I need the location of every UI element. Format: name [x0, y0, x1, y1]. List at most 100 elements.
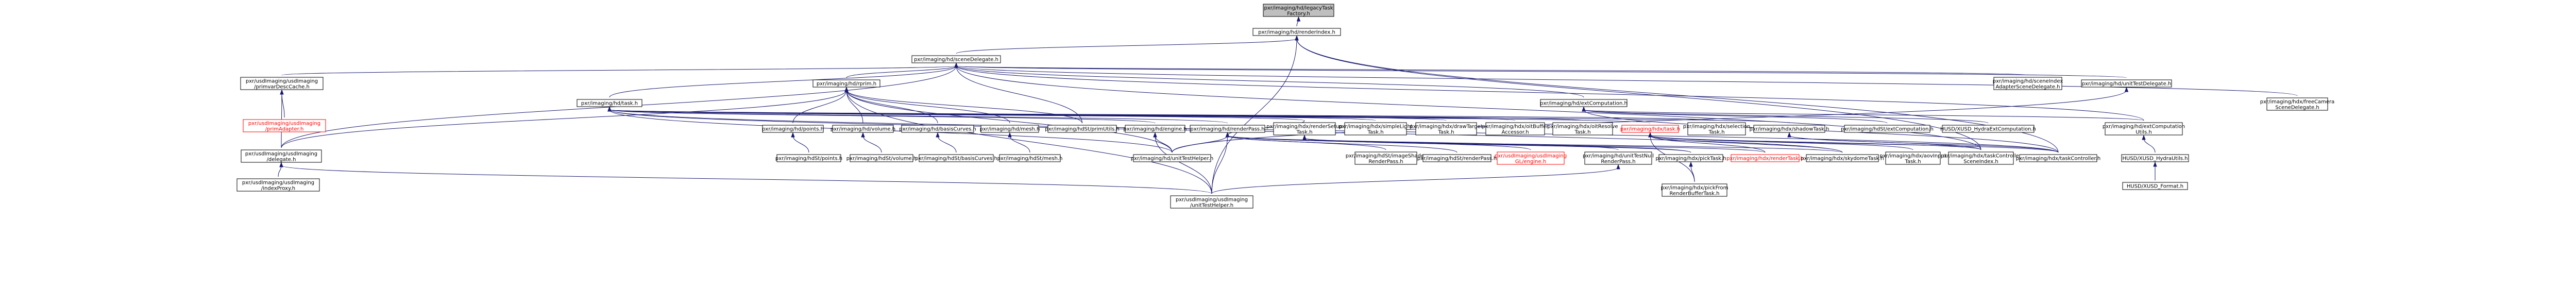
node-label: HUSD/XUSD_HydraExtComputation.h — [1940, 127, 2036, 132]
graph-node[interactable]: pxr/imaging/hd/renderIndex.h — [1252, 28, 1341, 36]
node-label: pxr/imaging/hdSt/points.h — [775, 156, 842, 162]
graph-node[interactable]: pxr/imaging/hd/sceneDelegate.h — [911, 55, 1001, 63]
graph-node[interactable]: pxr/imaging/hd/sceneIndexAdapterSceneDel… — [1993, 77, 2063, 90]
edge-arrowhead — [607, 106, 612, 112]
node-label: pxr/imaging/hdx/shadowTask.h — [1750, 127, 1829, 132]
node-box — [919, 154, 994, 162]
node-label: pxr/imaging/hdSt/imageShader — [1346, 154, 1427, 159]
edge-arrowhead — [2153, 161, 2157, 167]
node-box — [2019, 154, 2097, 162]
graph-node[interactable]: HUSD/XUSD_HydraUtils.h — [2121, 154, 2189, 162]
node-label: Task.h — [1708, 130, 1724, 135]
node-box — [1497, 151, 1565, 165]
dependency-edge — [861, 132, 882, 153]
graph-node[interactable]: pxr/imaging/hd/rprim.h — [812, 79, 880, 88]
graph-node[interactable]: HUSD/XUSD_Format.h — [2122, 182, 2188, 190]
graph-node[interactable]: pxr/imaging/hdx/taskController.h — [2016, 154, 2100, 162]
node-box — [850, 154, 913, 162]
graph-node[interactable]: pxr/imaging/hd/unitTestDelegate.h — [2081, 79, 2172, 88]
node-label: pxr/imaging/hdSt/basisCurves.h — [915, 156, 997, 162]
edge-arrowhead — [1296, 16, 1301, 22]
node-box — [812, 79, 880, 88]
node-label: pxr/usdImaging/usdImaging — [1495, 154, 1567, 159]
dependency-edge — [1172, 87, 2129, 153]
edge-layer — [278, 16, 2298, 194]
node-label: pxr/usdImaging/usdImaging — [245, 151, 317, 157]
node-box — [1540, 99, 1628, 107]
edge-line — [1211, 167, 1619, 194]
graph-node[interactable]: pxr/imaging/hd/points.h — [762, 125, 824, 133]
graph-node[interactable]: pxr/imaging/hdSt/volume.h — [846, 154, 917, 162]
edge-line — [1211, 135, 1228, 194]
dependency-edge — [1296, 16, 1301, 27]
edge-line — [2143, 138, 2156, 153]
node-label: Task.h — [1437, 130, 1454, 135]
graph-node[interactable]: pxr/imaging/hdSt/points.h — [775, 154, 842, 162]
graph-node[interactable]: pxr/imaging/hd/extComputation.h — [1540, 99, 1628, 107]
graph-node[interactable]: pxr/imaging/hdSt/basisCurves.h — [915, 154, 997, 162]
dependency-edge — [1302, 134, 1766, 153]
dependency-edge — [1153, 132, 1212, 194]
edge-line — [846, 90, 1212, 194]
graph-node[interactable]: pxr/usdImaging/usdImaging/indexProxy.h — [236, 178, 320, 192]
node-label: pxr/imaging/hdx/task.h — [1620, 127, 1680, 132]
edge-line — [281, 90, 847, 148]
node-label: pxr/imaging/hd/extComputation — [2103, 124, 2185, 130]
graph-node[interactable]: pxr/usdImaging/usdImaging/unitTestHelper… — [1170, 195, 1253, 209]
graph-node[interactable]: pxr/imaging/hdSt/renderPass.h — [1417, 154, 1497, 162]
graph-node[interactable]: pxr/imaging/hd/mesh.h — [980, 125, 1040, 133]
graph-node[interactable]: pxr/imaging/hd/basisCurves.h — [899, 125, 976, 133]
node-box — [1621, 125, 1679, 133]
dependency-edge — [954, 62, 2144, 121]
graph-node[interactable]: pxr/imaging/hdSt/mesh.h — [997, 154, 1063, 162]
graph-node[interactable]: pxr/imaging/hd/volume.h — [831, 125, 895, 133]
graph-node[interactable]: pxr/imaging/hd/unitTestHelper.h — [1131, 154, 1213, 162]
graph-node[interactable]: pxr/imaging/hd/renderPass.h — [1190, 125, 1265, 133]
graph-node[interactable]: pxr/imaging/hdx/freeCameraSceneDelegate.… — [2260, 97, 2335, 111]
graph-node[interactable]: pxr/usdImaging/usdImaging/primAdapter.h — [243, 119, 326, 132]
node-box — [1415, 122, 1477, 135]
dependency-edge — [1008, 132, 1030, 153]
edge-line — [1650, 135, 1766, 153]
graph-node[interactable]: pxr/imaging/hd/engine.h — [1123, 125, 1187, 133]
graph-node[interactable]: pxr/imaging/hdx/skydomeTask.h — [1801, 154, 1884, 162]
graph-node[interactable]: pxr/imaging/hd/task.h — [577, 99, 642, 107]
node-box — [1354, 151, 1417, 165]
node-label: pxr/imaging/hdx/renderSetup — [1266, 124, 1343, 130]
graph-node[interactable]: pxr/imaging/hdSt/primUtils.h — [1045, 125, 1120, 133]
graph-node[interactable]: pxr/imaging/hdx/task.h — [1620, 125, 1680, 133]
graph-node[interactable]: pxr/usdImaging/usdImaging/primvarDescCac… — [240, 77, 324, 90]
edge-arrowhead — [1153, 132, 1157, 138]
node-label: pxr/imaging/hdx/renderTask.h — [1726, 156, 1804, 162]
graph-node[interactable]: pxr/imaging/hdx/taskControllerSceneIndex… — [1941, 151, 2022, 165]
edge-line — [956, 65, 2127, 78]
node-label: pxr/imaging/hdx/simpleLight — [1338, 124, 1413, 130]
node-box — [1731, 154, 1800, 162]
edge-line — [609, 109, 1717, 121]
graph-node[interactable]: pxr/imaging/hdx/renderTask.h — [1726, 154, 1804, 162]
graph-node[interactable]: pxr/imaging/hdx/pickTask.h — [1655, 154, 1726, 162]
node-label: RenderPass.h — [1368, 159, 1403, 165]
graph-node[interactable]: pxr/imaging/hdSt/extComputation.h — [1841, 125, 1934, 133]
graph-node[interactable]: pxr/imaging/hdx/shadowTask.h — [1750, 125, 1829, 133]
graph-node[interactable]: HUSD/XUSD_HydraExtComputation.h — [1940, 125, 2036, 133]
dependency-edge — [1302, 134, 1843, 153]
node-label: pxr/imaging/hdx/oitResolve — [1547, 124, 1618, 130]
node-label: pxr/imaging/hd/basisCurves.h — [899, 127, 976, 132]
graph-node[interactable]: pxr/imaging/hdx/pickFromRenderBufferTask… — [1661, 183, 1728, 197]
node-label: pxr/imaging/hd/extComputation.h — [1540, 101, 1628, 107]
graph-node[interactable]: pxr/usdImaging/usdImaging/delegate.h — [241, 149, 322, 163]
